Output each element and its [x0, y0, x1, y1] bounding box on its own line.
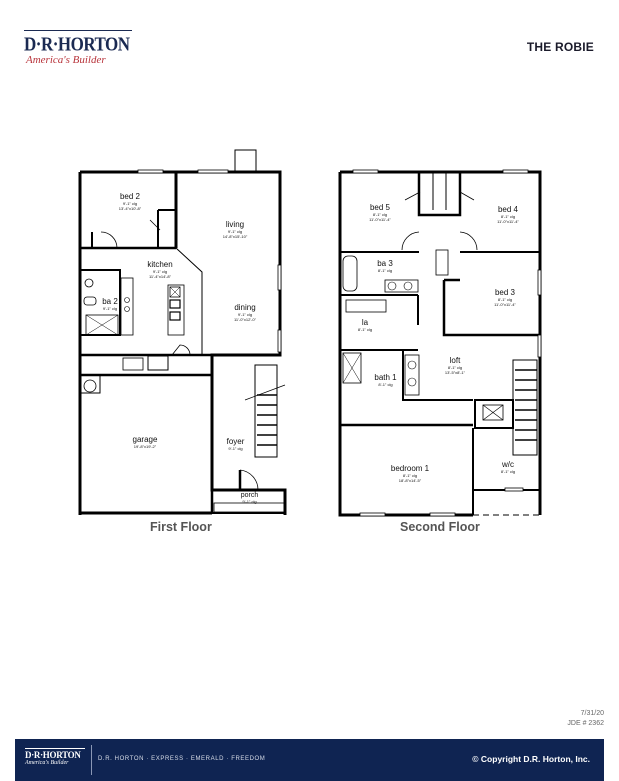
room-size: 11'-0"x11'-4" — [369, 217, 391, 222]
room-ceiling: 8'-1" clg — [402, 473, 418, 478]
first-floor-plan — [78, 149, 287, 515]
room-name: bath 1 — [374, 373, 397, 382]
room-ceiling: 9'-1" clg — [242, 499, 257, 504]
logo-brand-text: D·R·HORTON — [24, 33, 130, 55]
logo-tagline: America's Builder — [26, 54, 106, 66]
room-name: bed 5 — [369, 203, 391, 212]
room-ceiling: 8'-1" clg — [372, 212, 388, 217]
room-name: ba 3 — [377, 259, 393, 268]
room-bath-1: bath 1 8'-1" clg — [368, 373, 403, 387]
first-floor-label: First Floor — [150, 520, 212, 534]
room-loft: loft 8'-1" clg 13'-5"x8'-1" — [430, 356, 480, 375]
footer-banner: D·R·HORTON America's Builder D.R. HORTON… — [15, 739, 604, 781]
document-date: 7/31/20 — [580, 710, 604, 717]
room-ba-3: ba 3 8'-1" clg — [370, 259, 400, 273]
room-la: la 8'-1" clg — [350, 318, 380, 332]
room-name: bedroom 1 — [390, 464, 430, 473]
document-meta: 7/31/20 JDE # 2362 — [567, 709, 604, 729]
room-bed-5: bed 5 8'-1" clg 11'-0"x11'-4" — [350, 203, 410, 222]
room-size: 11'-0"x11'-4" — [497, 219, 519, 224]
room-ceiling: 8'-1" clg — [500, 469, 516, 474]
footer-copyright: © Copyright D.R. Horton, Inc. — [472, 754, 590, 764]
room-name: w/c — [502, 460, 514, 469]
room-name: foyer — [226, 437, 245, 446]
room-size: 13'-4"x10'-8" — [118, 206, 142, 211]
room-ceiling: 8'-1" clg — [497, 297, 513, 302]
logo-rule — [24, 30, 132, 31]
footer-divider — [91, 745, 92, 775]
room-bedroom-1: bedroom 1 8'-1" clg 18'-8"x14'-5" — [375, 464, 445, 483]
room-name: ba 2 — [102, 297, 118, 306]
room-bed-4: bed 4 8'-1" clg 11'-0"x11'-4" — [478, 205, 538, 224]
room-ceiling: 9'-1" clg — [228, 446, 243, 451]
room-size: 11'-0"x12'-0" — [233, 317, 257, 322]
room-name: garage — [132, 435, 158, 444]
room-ceiling: 8'-1" clg — [377, 268, 393, 273]
room-wc: w/c 8'-1" clg — [493, 460, 523, 474]
footer-brands: D.R. HORTON · EXPRESS · EMERALD · FREEDO… — [98, 756, 266, 762]
room-ceiling: 9'-1" clg — [102, 306, 118, 311]
room-ba-2: ba 2 9'-1" clg — [95, 297, 125, 311]
room-kitchen: kitchen 9'-1" clg 11'-4"x14'-8" — [130, 260, 190, 279]
room-size: 14'-8"x15'-10" — [222, 234, 248, 239]
room-name: dining — [234, 303, 256, 312]
room-dining: dining 9'-1" clg 11'-0"x12'-0" — [215, 303, 275, 322]
room-size: 18'-8"x14'-5" — [398, 478, 422, 483]
room-foyer: foyer 9'-1" clg — [218, 437, 253, 451]
room-ceiling: 9'-1" clg — [237, 312, 253, 317]
second-floor-label: Second Floor — [400, 520, 480, 534]
room-size: 13'-5"x8'-1" — [444, 370, 466, 375]
second-floor-plan — [338, 169, 542, 517]
room-bed-2: bed 2 9'-1" clg 13'-4"x10'-8" — [100, 192, 160, 211]
footer-logo: D·R·HORTON America's Builder — [25, 748, 85, 772]
room-bed-3: bed 3 8'-1" clg 11'-0"x11'-4" — [475, 288, 535, 307]
room-name: bed 4 — [497, 205, 519, 214]
room-porch: porch 9'-1" clg — [232, 492, 267, 504]
room-ceiling: 8'-1" clg — [357, 327, 373, 332]
room-ceiling: 9'-1" clg — [227, 229, 243, 234]
room-name: porch — [240, 492, 259, 499]
room-ceiling: 8'-1" clg — [500, 214, 516, 219]
room-ceiling: 8'-1" clg — [447, 365, 463, 370]
room-size: 19'-8"x19'-2" — [133, 444, 157, 449]
room-name: bed 2 — [119, 192, 141, 201]
room-name: living — [225, 220, 245, 229]
footer-logo-brand: D·R·HORTON — [25, 748, 85, 760]
room-size: 11'-0"x11'-4" — [494, 302, 516, 307]
room-ceiling: 8'-1" clg — [378, 382, 393, 387]
room-living: living 9'-1" clg 14'-8"x15'-10" — [200, 220, 270, 239]
plan-name: THE ROBIE — [526, 40, 594, 54]
room-name: la — [361, 318, 369, 327]
room-ceiling: 9'-1" clg — [152, 269, 168, 274]
room-ceiling: 9'-1" clg — [122, 201, 138, 206]
jde-number: JDE # 2362 — [567, 720, 604, 727]
room-name: loft — [449, 356, 461, 365]
dr-horton-logo: D·R·HORTON America's Builder — [24, 30, 136, 68]
room-size: 11'-4"x14'-8" — [148, 274, 172, 279]
footer-logo-tagline: America's Builder — [25, 760, 69, 766]
room-name: bed 3 — [494, 288, 516, 297]
room-name: kitchen — [147, 260, 173, 269]
room-garage: garage 19'-8"x19'-2" — [115, 435, 175, 449]
